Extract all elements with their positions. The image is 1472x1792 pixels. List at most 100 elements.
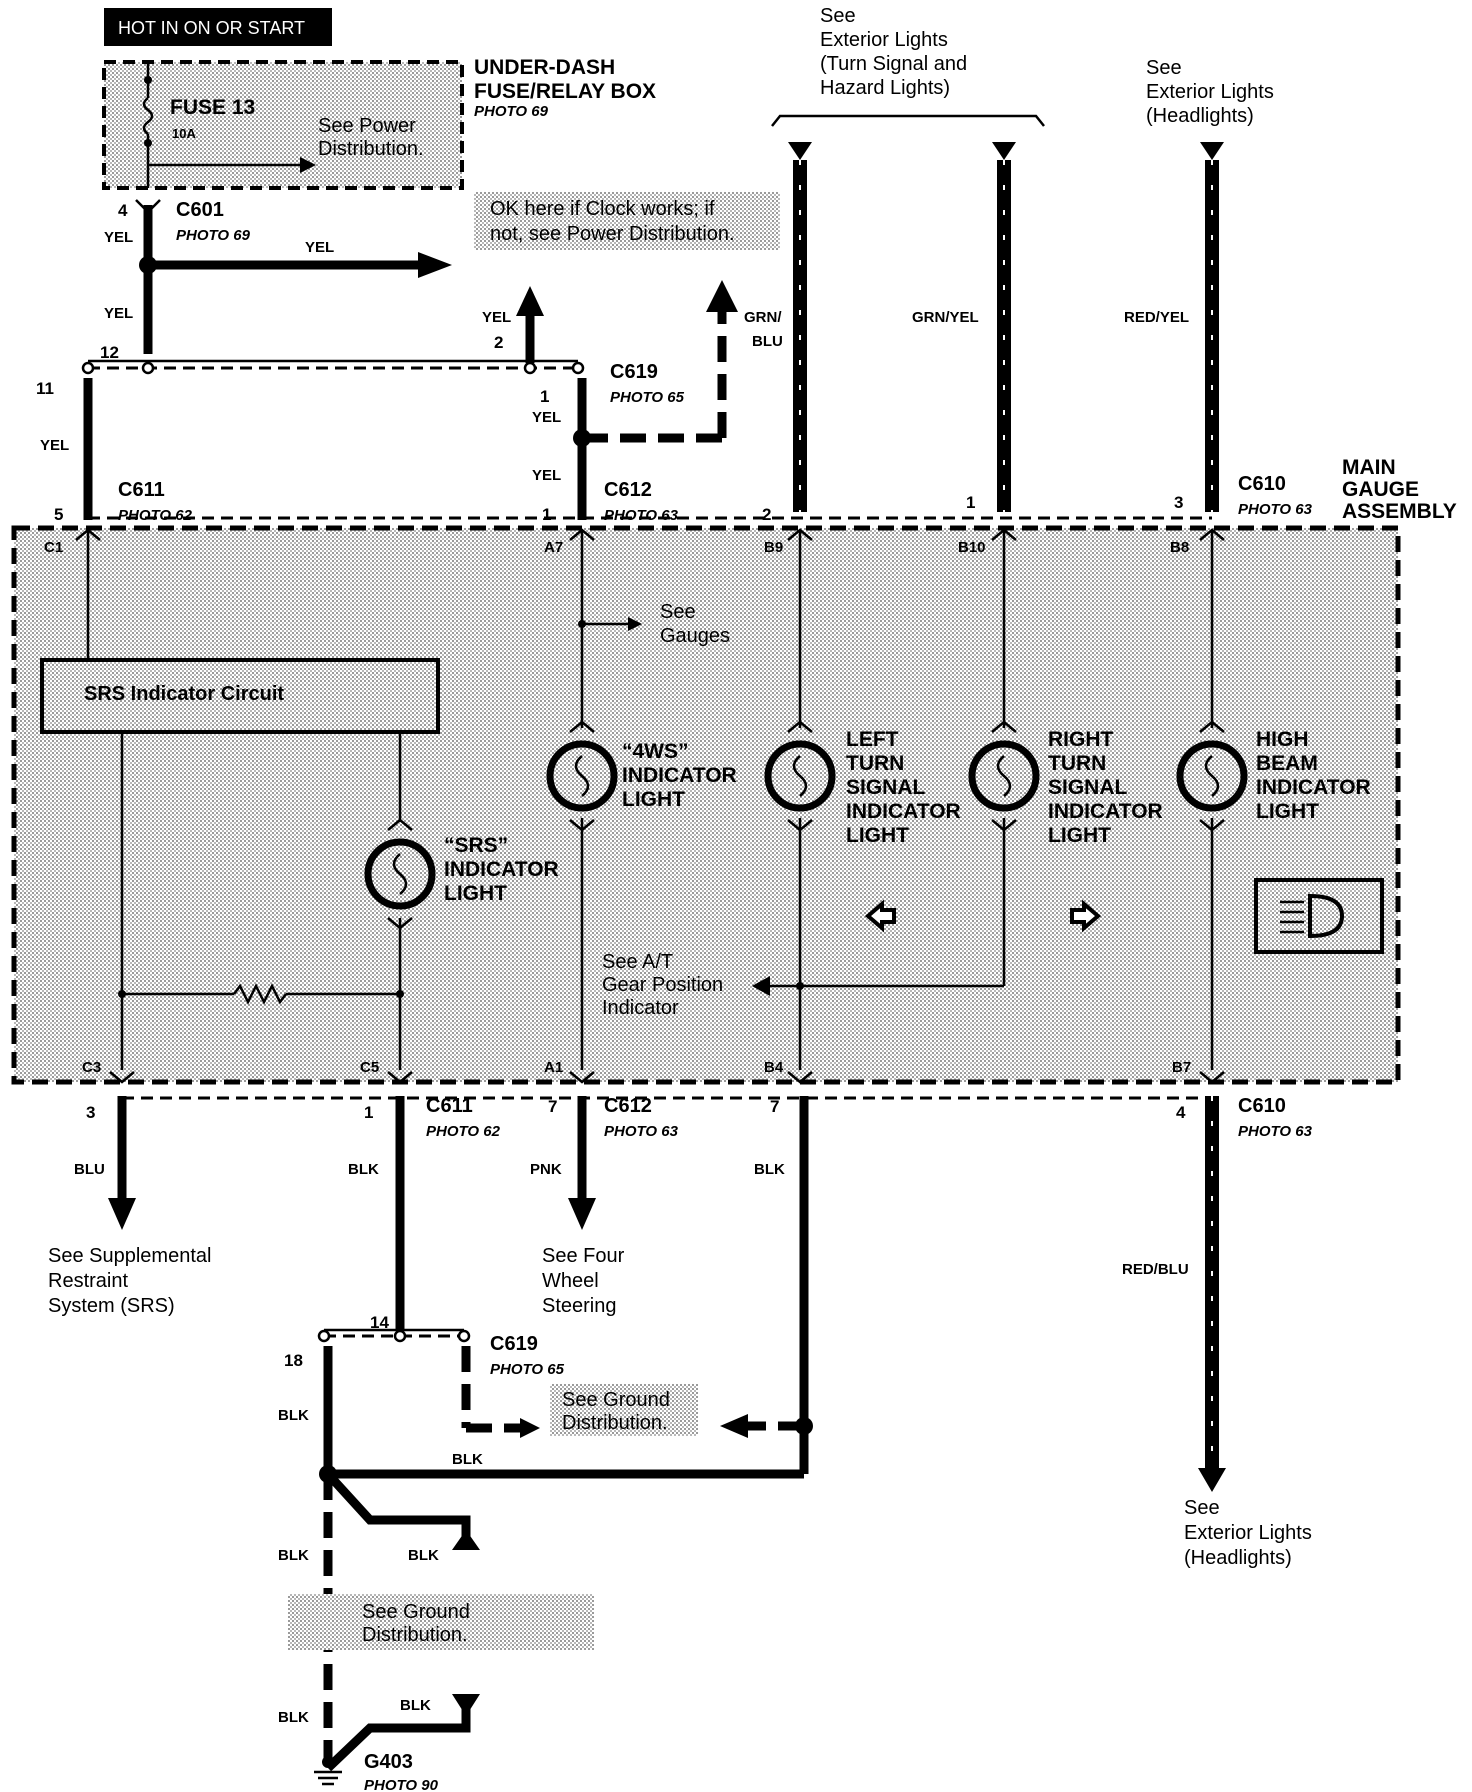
resistor-icon: [233, 983, 287, 1005]
clock-note-line-2: not, see Power Distribution.: [490, 223, 735, 245]
see-4ws-line-2: Wheel: [542, 1270, 599, 1292]
see-4ws-line-3: Steering: [542, 1295, 617, 1317]
terminal-a1: A1: [544, 1059, 563, 1076]
pin-c611-1: 1: [364, 1103, 373, 1122]
pin-c610-7: 7: [770, 1097, 779, 1116]
see-ground-distribution-note-1: See Ground Distribution.: [550, 1384, 698, 1436]
right-turn-label-3: SIGNAL: [1048, 776, 1128, 799]
clock-note: OK here if Clock works; if not, see Powe…: [474, 192, 780, 250]
pin-c619-2: 2: [494, 333, 503, 352]
wire-label-blk: BLK: [408, 1547, 439, 1564]
terminal-b4: B4: [764, 1059, 784, 1076]
wire-label-yel: YEL: [532, 409, 561, 426]
connector-c601-photo: PHOTO 69: [176, 227, 251, 244]
wire-label-blk: BLK: [278, 1709, 309, 1726]
4ws-light-label-2: INDICATOR: [622, 764, 737, 787]
high-beam-icon: [1254, 878, 1384, 954]
wire-label-yel: YEL: [104, 305, 133, 322]
wire-label-pnk: PNK: [530, 1161, 562, 1178]
gauge-internal-wiring: [40, 528, 1225, 1070]
connector-c611: C611: [118, 479, 165, 501]
connector-c619: C619: [610, 361, 658, 383]
high-beam-label-2: BEAM: [1256, 752, 1318, 775]
wire-label-blk: BLK: [278, 1547, 309, 1564]
ext-head-bottom-line-3: (Headlights): [1184, 1547, 1292, 1569]
connector-c610-bottom: C610: [1238, 1095, 1286, 1117]
ext-turn-line-2: Exterior Lights: [820, 29, 948, 51]
see-srs-line-3: System (SRS): [48, 1295, 175, 1317]
connector-c619-bottom: C619: [490, 1333, 538, 1355]
ext-head-top-line-2: Exterior Lights: [1146, 81, 1274, 103]
pin-c612-1: 1: [542, 505, 551, 524]
4ws-light-label-3: LIGHT: [622, 788, 685, 811]
ext-head-top-line-3: (Headlights): [1146, 105, 1254, 127]
fuse-box-photo: PHOTO 69: [474, 103, 549, 120]
connector-c610-bottom-photo: PHOTO 63: [1238, 1123, 1313, 1140]
connector-c611-bottom: C611: [426, 1095, 473, 1117]
see-at-gear-1: See A/T: [602, 951, 673, 973]
exterior-lights-turn-note: See Exterior Lights (Turn Signal and Haz…: [771, 5, 1045, 127]
high-beam-label-4: LIGHT: [1256, 800, 1319, 823]
connector-c619-bottom-photo: PHOTO 65: [490, 1361, 565, 1378]
wire-label-blk: BLK: [348, 1161, 379, 1178]
terminal-b9: B9: [764, 539, 783, 556]
fuse-box-title-2: FUSE/RELAY BOX: [474, 80, 656, 103]
terminal-c1: C1: [44, 539, 63, 556]
wire-label-blk: BLK: [400, 1697, 431, 1714]
high-beam-label-3: INDICATOR: [1256, 776, 1371, 799]
ground-icon: [314, 1756, 342, 1786]
see-srs-line-1: See Supplemental: [48, 1245, 211, 1267]
connector-c611-photo: PHOTO 62: [118, 507, 193, 524]
connector-c612-bottom-photo: PHOTO 63: [604, 1123, 679, 1140]
under-dash-fuse-relay-box: FUSE 13 10A See Power Distribution.: [102, 60, 464, 190]
wire-label-red-blu: RED/BLU: [1122, 1261, 1189, 1278]
wire-label-blk: BLK: [278, 1407, 309, 1424]
ext-head-bottom-line-1: See: [1184, 1497, 1220, 1519]
wire-label-yel: YEL: [40, 437, 69, 454]
connector-c619-photo: PHOTO 65: [610, 389, 685, 406]
see-srs-line-2: Restraint: [48, 1270, 128, 1292]
right-turn-label-2: TURN: [1048, 752, 1106, 775]
right-turn-label-5: LIGHT: [1048, 824, 1111, 847]
exterior-lights-headlights-top-note: See Exterior Lights (Headlights): [1146, 57, 1274, 127]
see-at-gear-2: Gear Position: [602, 974, 723, 996]
see-at-gear-3: Indicator: [602, 997, 679, 1019]
ground-note-2-line-1: See Ground: [362, 1601, 470, 1623]
wire-label-blu: BLU: [74, 1161, 105, 1178]
terminal-c3: C3: [82, 1059, 101, 1076]
srs-indicator-bulb-icon: [364, 818, 436, 930]
fuse-label: FUSE 13: [170, 96, 255, 119]
pin-c619-11: 11: [36, 379, 54, 398]
wire-label-grn-blu: BLU: [752, 333, 783, 350]
pin-c610-2: 2: [762, 505, 771, 524]
left-turn-label-5: LIGHT: [846, 824, 909, 847]
connector-c610-photo: PHOTO 63: [1238, 501, 1313, 518]
connector-c612: C612: [604, 479, 652, 501]
pin-c619-14: 14: [370, 1313, 389, 1332]
turn-and-headlight-wires: [788, 142, 1224, 512]
see-gauges-2: Gauges: [660, 625, 730, 647]
wire-label-grn-blu: GRN/: [744, 309, 782, 326]
ground-g403: G403: [364, 1751, 413, 1773]
terminal-a7: A7: [544, 539, 563, 556]
terminal-b8: B8: [1170, 539, 1189, 556]
pin-c601-4: 4: [118, 201, 128, 220]
wire-label-yel: YEL: [532, 467, 561, 484]
wire-label-red-yel: RED/YEL: [1124, 309, 1189, 326]
pin-c619-18: 18: [284, 1351, 303, 1370]
fuse-see-power-1: See Power: [318, 115, 416, 137]
clock-note-line-1: OK here if Clock works; if: [490, 198, 715, 220]
pin-c610-3: 3: [1174, 493, 1183, 512]
see-gauges-1: See: [660, 601, 696, 623]
gauge-title-2: GAUGE: [1342, 478, 1419, 501]
pin-c610-4: 4: [1176, 1103, 1186, 1122]
high-beam-indicator-bulb-icon: [1176, 720, 1248, 832]
pin-c611-3: 3: [86, 1103, 95, 1122]
4ws-light-label-1: “4WS”: [622, 740, 689, 763]
gauge-title-3: ASSEMBLY: [1342, 500, 1457, 523]
4ws-indicator-bulb-icon: [546, 720, 618, 832]
right-turn-indicator-bulb-icon: [968, 720, 1040, 832]
fuse-icon: [142, 97, 154, 135]
fuse-see-power-2: Distribution.: [318, 138, 424, 160]
